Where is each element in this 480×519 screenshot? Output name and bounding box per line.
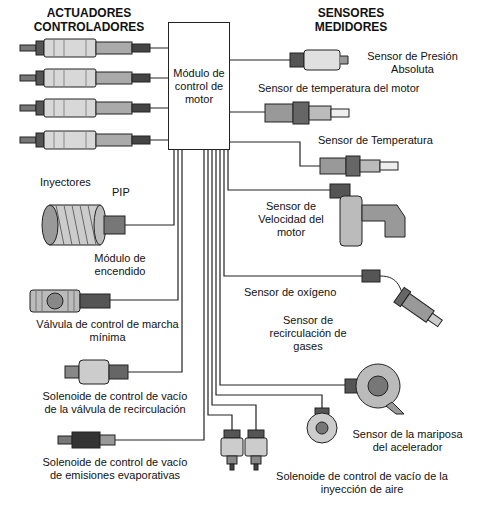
part-label: Válvula de control de marcha mínima — [35, 318, 180, 344]
ignition-module-drawing-part — [80, 294, 110, 308]
part-label: Sensor de Presión Absoluta — [355, 50, 470, 76]
control-module-box: Módulo de control de motor — [168, 22, 230, 150]
egr-sensor-drawing-part — [307, 413, 337, 443]
pip-sensor-drawing — [42, 205, 125, 245]
throttle-sensor-drawing-part — [356, 364, 400, 408]
oxygen-sensor-drawing — [362, 270, 445, 331]
engine-temp-sensor-drawing — [265, 102, 349, 124]
egr-solenoid-drawing-part — [72, 432, 100, 448]
injector-drawing-part — [20, 131, 150, 149]
egr-sensor-drawing — [307, 408, 337, 443]
engine-temp-sensor-drawing-part — [265, 104, 293, 122]
wire-bundle-part — [125, 150, 174, 225]
air-temp-sensor-drawing-part — [360, 160, 380, 172]
map-sensor-drawing-part — [290, 53, 304, 67]
speed-sensor-drawing-part — [362, 205, 405, 237]
throttle-sensor-drawing-part — [345, 379, 357, 393]
map-sensor-drawing-part — [340, 56, 348, 64]
part-label: Sensor de Velocidad del motor — [256, 200, 326, 239]
oxygen-sensor-drawing-part — [362, 270, 380, 282]
injector-drawing-part — [20, 99, 150, 117]
throttle-sensor-drawing — [345, 364, 404, 414]
pip-sensor-drawing-part — [56, 205, 96, 245]
air-temp-sensor-drawing-part — [346, 156, 360, 176]
pip-sensor-drawing-part — [42, 205, 58, 245]
air-solenoid-drawing-part — [245, 430, 267, 470]
throttle-sensor-drawing-part — [368, 376, 388, 396]
ignition-module-drawing-part — [47, 293, 63, 309]
engine-temp-sensor-drawing-part — [331, 109, 349, 117]
air-solenoid-drawing — [221, 430, 267, 470]
wire-bundle-part — [228, 150, 330, 190]
injector-drawing-part — [20, 39, 150, 57]
engine-temp-sensor-drawing-part — [309, 106, 331, 120]
part-label: Solenoide de control de vacío de la inye… — [272, 470, 452, 496]
speed-sensor-drawing-part — [340, 196, 362, 246]
part-label: Inyectores — [40, 176, 120, 189]
column-heading: SENSORES MEDIDORES — [296, 6, 406, 34]
idle-valve-drawing — [65, 360, 128, 384]
ignition-module-drawing-part — [30, 290, 80, 312]
column-heading: ACTUADORES CONTROLADORES — [14, 6, 164, 34]
injector-drawing — [20, 39, 150, 149]
air-temp-sensor-drawing-part — [380, 162, 398, 170]
injector-drawing-part — [20, 69, 150, 87]
idle-valve-drawing-part — [65, 366, 79, 378]
ignition-module-drawing-part — [36, 290, 74, 312]
part-label: Sensor de Temperatura — [318, 134, 468, 147]
wire-bundle-part — [230, 59, 290, 60]
wire-bundle-part — [230, 111, 265, 112]
speed-sensor-drawing — [330, 184, 405, 246]
air-temp-sensor-drawing — [320, 156, 398, 176]
ignition-module-drawing — [30, 290, 110, 312]
wire-bundle-part — [230, 142, 320, 166]
map-sensor-drawing — [290, 50, 348, 70]
part-label: Solenoide de control de vacío de la válv… — [35, 390, 195, 416]
idle-valve-drawing-part — [79, 360, 109, 384]
air-solenoid-drawing-part — [221, 430, 243, 470]
wire-bundle-part — [150, 48, 168, 140]
egr-sensor-drawing-part — [316, 422, 328, 434]
part-label: Solenoide de control de vacío de emision… — [35, 456, 195, 482]
part-label: Sensor de temperatura del motor — [258, 82, 470, 95]
throttle-sensor-drawing-part — [386, 402, 404, 414]
part-label: Sensor de la mariposa del acelerador — [345, 428, 470, 454]
node-text: Módulo de control de motor — [169, 64, 229, 109]
egr-solenoid-drawing-part — [58, 436, 72, 444]
map-sensor-drawing-part — [304, 50, 340, 70]
egr-solenoid-drawing — [58, 432, 115, 448]
idle-valve-drawing-part — [109, 365, 128, 379]
wire-bundle-part — [216, 150, 322, 408]
engine-temp-sensor-drawing-part — [293, 102, 309, 124]
oxygen-sensor-drawing-part-part — [428, 313, 442, 326]
egr-solenoid-drawing-part — [100, 435, 115, 445]
pip-sensor-drawing-part — [104, 216, 125, 234]
part-label: Módulo de encendido — [80, 252, 160, 278]
air-temp-sensor-drawing-part — [320, 158, 346, 174]
part-label: Sensor de oxígeno — [244, 286, 354, 299]
wire-bundle-part — [224, 150, 362, 276]
wire-bundle-part — [220, 150, 345, 385]
part-label: PIP — [112, 186, 148, 199]
oxygen-sensor-drawing-part — [394, 287, 445, 330]
part-label: Sensor de recirculación de gases — [262, 314, 354, 353]
